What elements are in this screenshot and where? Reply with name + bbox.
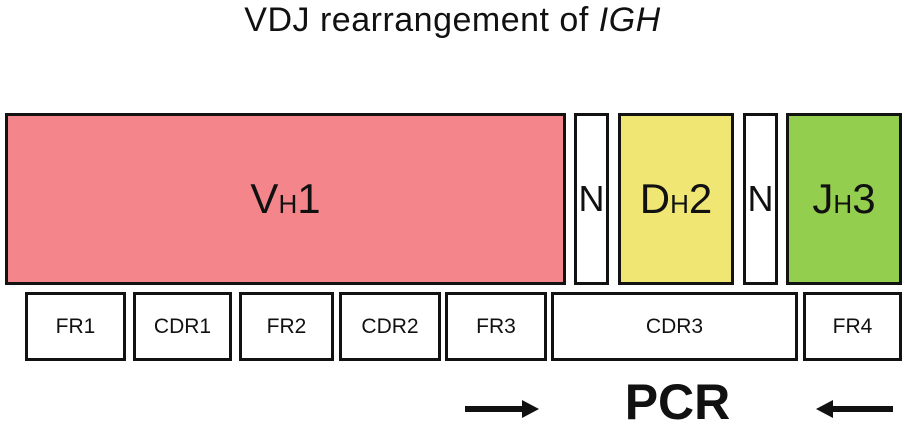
region-label-cdr3: CDR3 (645, 315, 704, 338)
n-region-label-1: N (578, 178, 605, 219)
diagram-title: VDJ rearrangement of IGH (0, 1, 905, 40)
reverse-arrow-shaft (832, 406, 893, 412)
region-label-fr4: FR4 (832, 315, 873, 338)
d-segment-box: DH2 (618, 113, 734, 285)
n-region-label-2: N (747, 178, 774, 219)
forward-primer-arrow-icon (465, 400, 539, 418)
pcr-label: PCR (624, 374, 731, 430)
reverse-arrow-head (816, 400, 833, 418)
j-segment-label: JH3 (812, 175, 876, 222)
gene-symbol-igh: IGH (598, 1, 661, 39)
j-segment-box: JH3 (786, 113, 902, 285)
reverse-primer-arrow-icon (816, 400, 893, 418)
d-segment-label: DH2 (639, 175, 713, 222)
region-label-cdr1: CDR1 (153, 315, 212, 338)
diagram-title-text: VDJ rearrangement of (244, 1, 589, 39)
forward-arrow-head (522, 400, 539, 418)
n-region-box-1: N (574, 113, 609, 285)
region-box-cdr2: CDR2 (339, 292, 441, 361)
v-segment-label: VH1 (250, 175, 321, 222)
region-box-fr3: FR3 (445, 292, 547, 361)
region-label-fr1: FR1 (55, 315, 96, 338)
region-label-cdr2: CDR2 (361, 315, 419, 338)
region-box-fr2: FR2 (239, 292, 334, 361)
n-region-box-2: N (743, 113, 778, 285)
region-label-fr2: FR2 (266, 315, 307, 338)
region-box-cdr1: CDR1 (133, 292, 232, 361)
region-box-fr4: FR4 (803, 292, 902, 361)
region-label-fr3: FR3 (476, 315, 516, 338)
region-box-cdr3: CDR3 (551, 292, 798, 361)
v-segment-box: VH1 (5, 113, 566, 285)
forward-arrow-shaft (465, 406, 523, 412)
region-box-fr1: FR1 (25, 292, 126, 361)
